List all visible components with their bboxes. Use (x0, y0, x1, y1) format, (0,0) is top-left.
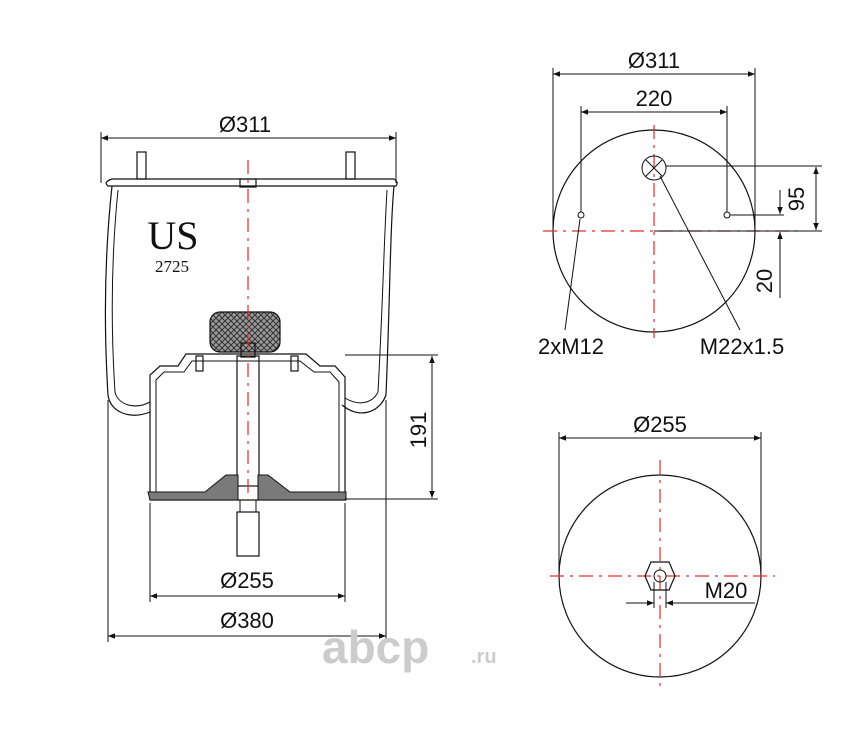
piston-inner-top (155, 360, 340, 495)
bellows-outer (104, 185, 151, 416)
watermark-brand: abcp (322, 621, 429, 673)
bellows-inner-right (344, 189, 388, 404)
bottom-view: Ø255 M20 (550, 412, 775, 690)
stud-hex (644, 561, 676, 591)
bellows-inner (111, 189, 151, 407)
lower-stud-neck (239, 499, 257, 513)
watermark-domain: .ru (471, 646, 497, 668)
piston-base-right (257, 474, 347, 501)
piston-stud-right (290, 355, 299, 372)
top-stud-left (136, 151, 147, 180)
stud-thread-label: M20 (705, 578, 748, 603)
top-plate (105, 178, 398, 187)
stud-thread-circle (653, 569, 667, 583)
air-thread-label: M22x1.5 (700, 334, 784, 359)
air-port (641, 155, 667, 181)
top-view-diameter-label: Ø311 (628, 48, 680, 73)
piston-base (147, 474, 239, 501)
brand-label: US (147, 213, 198, 258)
piston-stud-left (195, 355, 204, 372)
side-view: Ø311 US 2725 191 Ø255 Ø380 (100, 112, 438, 642)
air-port-cross (645, 159, 663, 177)
model-label: 2725 (155, 257, 189, 276)
bottom-diameter-label: Ø255 (633, 412, 687, 437)
air-offset-label: 95 (784, 187, 809, 211)
bolt-thread-label: 2xM12 (538, 334, 604, 359)
max-diameter-label: Ø380 (220, 608, 274, 633)
watermark: abcp .ru (322, 621, 497, 673)
top-stud-right (345, 151, 356, 180)
bolt-spacing-label: 220 (636, 86, 673, 111)
piston-height-label: 191 (406, 412, 431, 449)
piston-body (149, 353, 346, 501)
bolt-hole-right (723, 211, 731, 219)
top-view: Ø311 220 95 20 2xM12 M22x1.5 (538, 48, 822, 359)
air-fitting (239, 178, 257, 188)
air-thread-leader (659, 175, 741, 331)
bump-stop (209, 311, 281, 353)
bellows-outer-right (341, 185, 395, 414)
piston-diameter-label: Ø255 (220, 568, 274, 593)
lower-stud (236, 511, 260, 557)
bolt-hole-left (577, 211, 585, 219)
bolt-offset-label: 20 (752, 269, 777, 293)
top-diameter-label: Ø311 (219, 112, 271, 137)
bolt-thread-leader (564, 218, 581, 331)
